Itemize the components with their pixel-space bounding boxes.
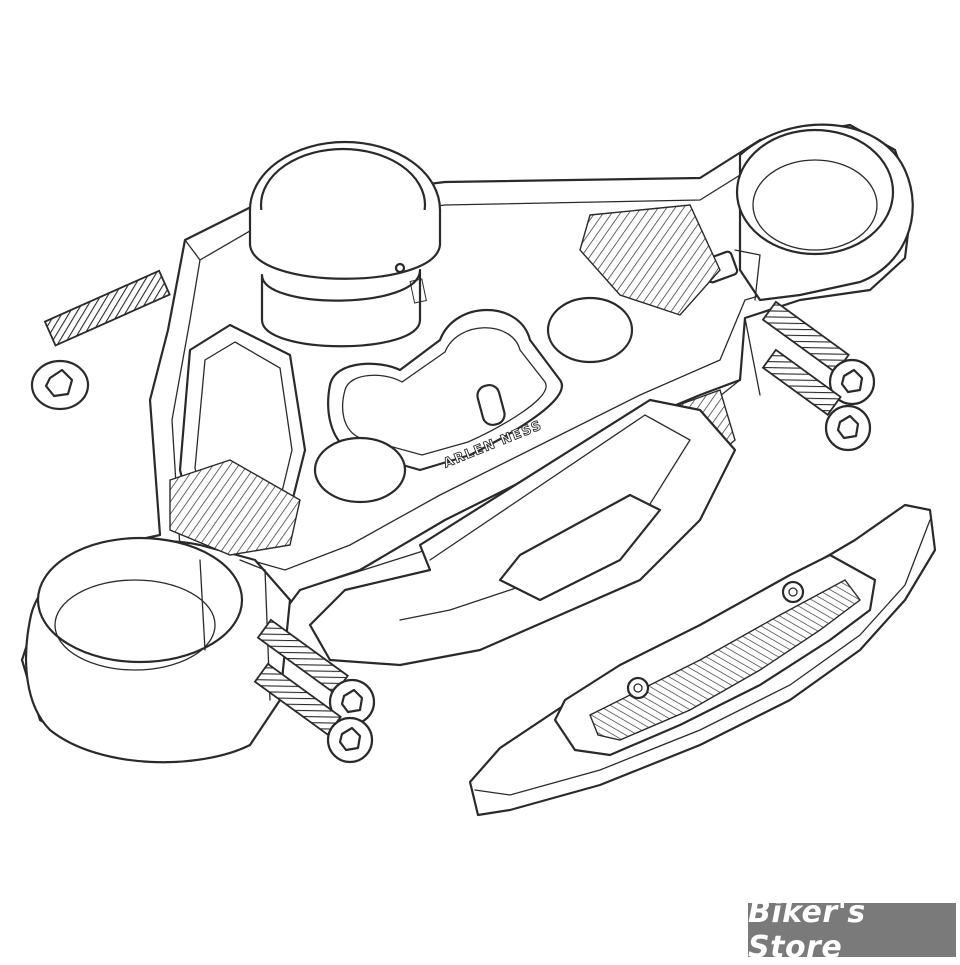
front-plate	[308, 398, 737, 667]
watermark-text: Biker's Store	[748, 895, 866, 965]
fork-clamp-left	[24, 536, 292, 764]
bolt-left-long	[30, 269, 171, 411]
stem-cap	[248, 140, 442, 348]
fork-clamp-right	[701, 123, 914, 302]
bolt-right-upper	[761, 300, 876, 406]
riser-block	[468, 503, 937, 817]
watermark-badge: Biker's Store	[748, 895, 956, 965]
bolt-left-lower	[253, 662, 374, 764]
bolt-right-lower	[761, 348, 872, 452]
bolt-left-upper	[256, 618, 376, 726]
